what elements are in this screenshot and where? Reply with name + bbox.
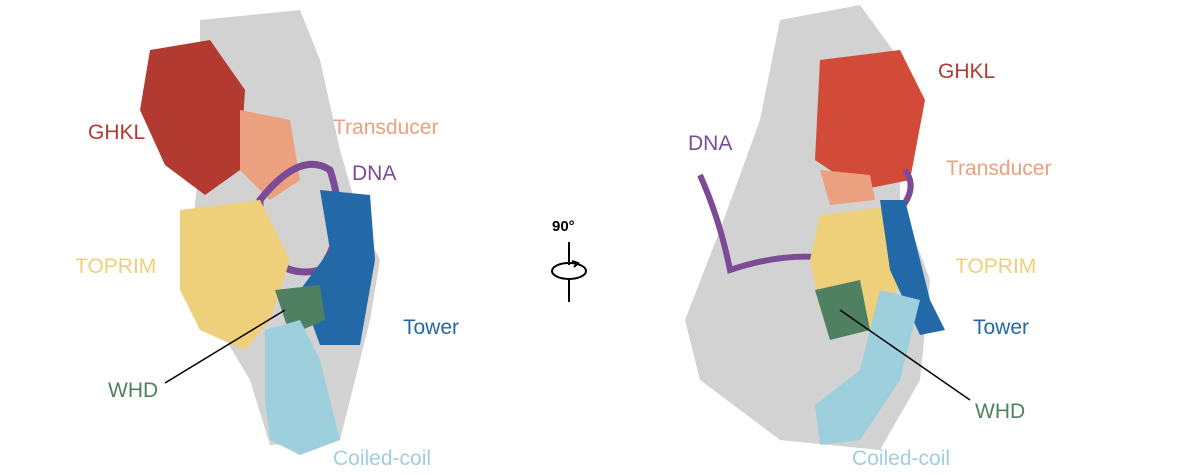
- right-label-dna: DNA: [688, 132, 733, 155]
- left-label-dna: DNA: [352, 162, 397, 185]
- left-whd-leader-line: [164, 309, 286, 384]
- left-ghkl-domain: [140, 40, 245, 195]
- right-label-whd: WHD: [975, 400, 1026, 423]
- left-label-coiled-coil: Coiled-coil: [333, 447, 432, 470]
- right-dna: [697, 173, 841, 274]
- left-whd-domain: [275, 285, 325, 335]
- right-label-toprim: TOPRIM: [955, 255, 1037, 278]
- right-tower-domain: [880, 200, 945, 335]
- rotation-axis-icon: [551, 242, 587, 302]
- right-whd-domain: [815, 280, 870, 340]
- rotation-angle: 90°: [552, 218, 575, 235]
- left-label-transducer: Transducer: [333, 116, 439, 139]
- right-label-ghkl: GHKL: [938, 60, 996, 83]
- left-coiled-coil: [265, 320, 340, 455]
- left-label-toprim: TOPRIM: [75, 255, 157, 278]
- right-coiled-coil: [815, 290, 920, 445]
- right-label-coiled-coil: Coiled-coil: [852, 447, 951, 470]
- right-structure: [685, 5, 971, 450]
- left-label-whd: WHD: [108, 379, 159, 402]
- right-ghkl-domain: [815, 50, 925, 190]
- right-label-tower: Tower: [973, 316, 1030, 339]
- left-label-tower: Tower: [403, 316, 460, 339]
- right-transducer-domain: [820, 170, 875, 205]
- left-toprim-domain: [180, 200, 290, 350]
- right-whd-leader-line: [839, 309, 971, 401]
- left-label-ghkl: GHKL: [88, 121, 146, 144]
- right-label-transducer: Transducer: [946, 157, 1052, 180]
- left-structure: [140, 10, 380, 455]
